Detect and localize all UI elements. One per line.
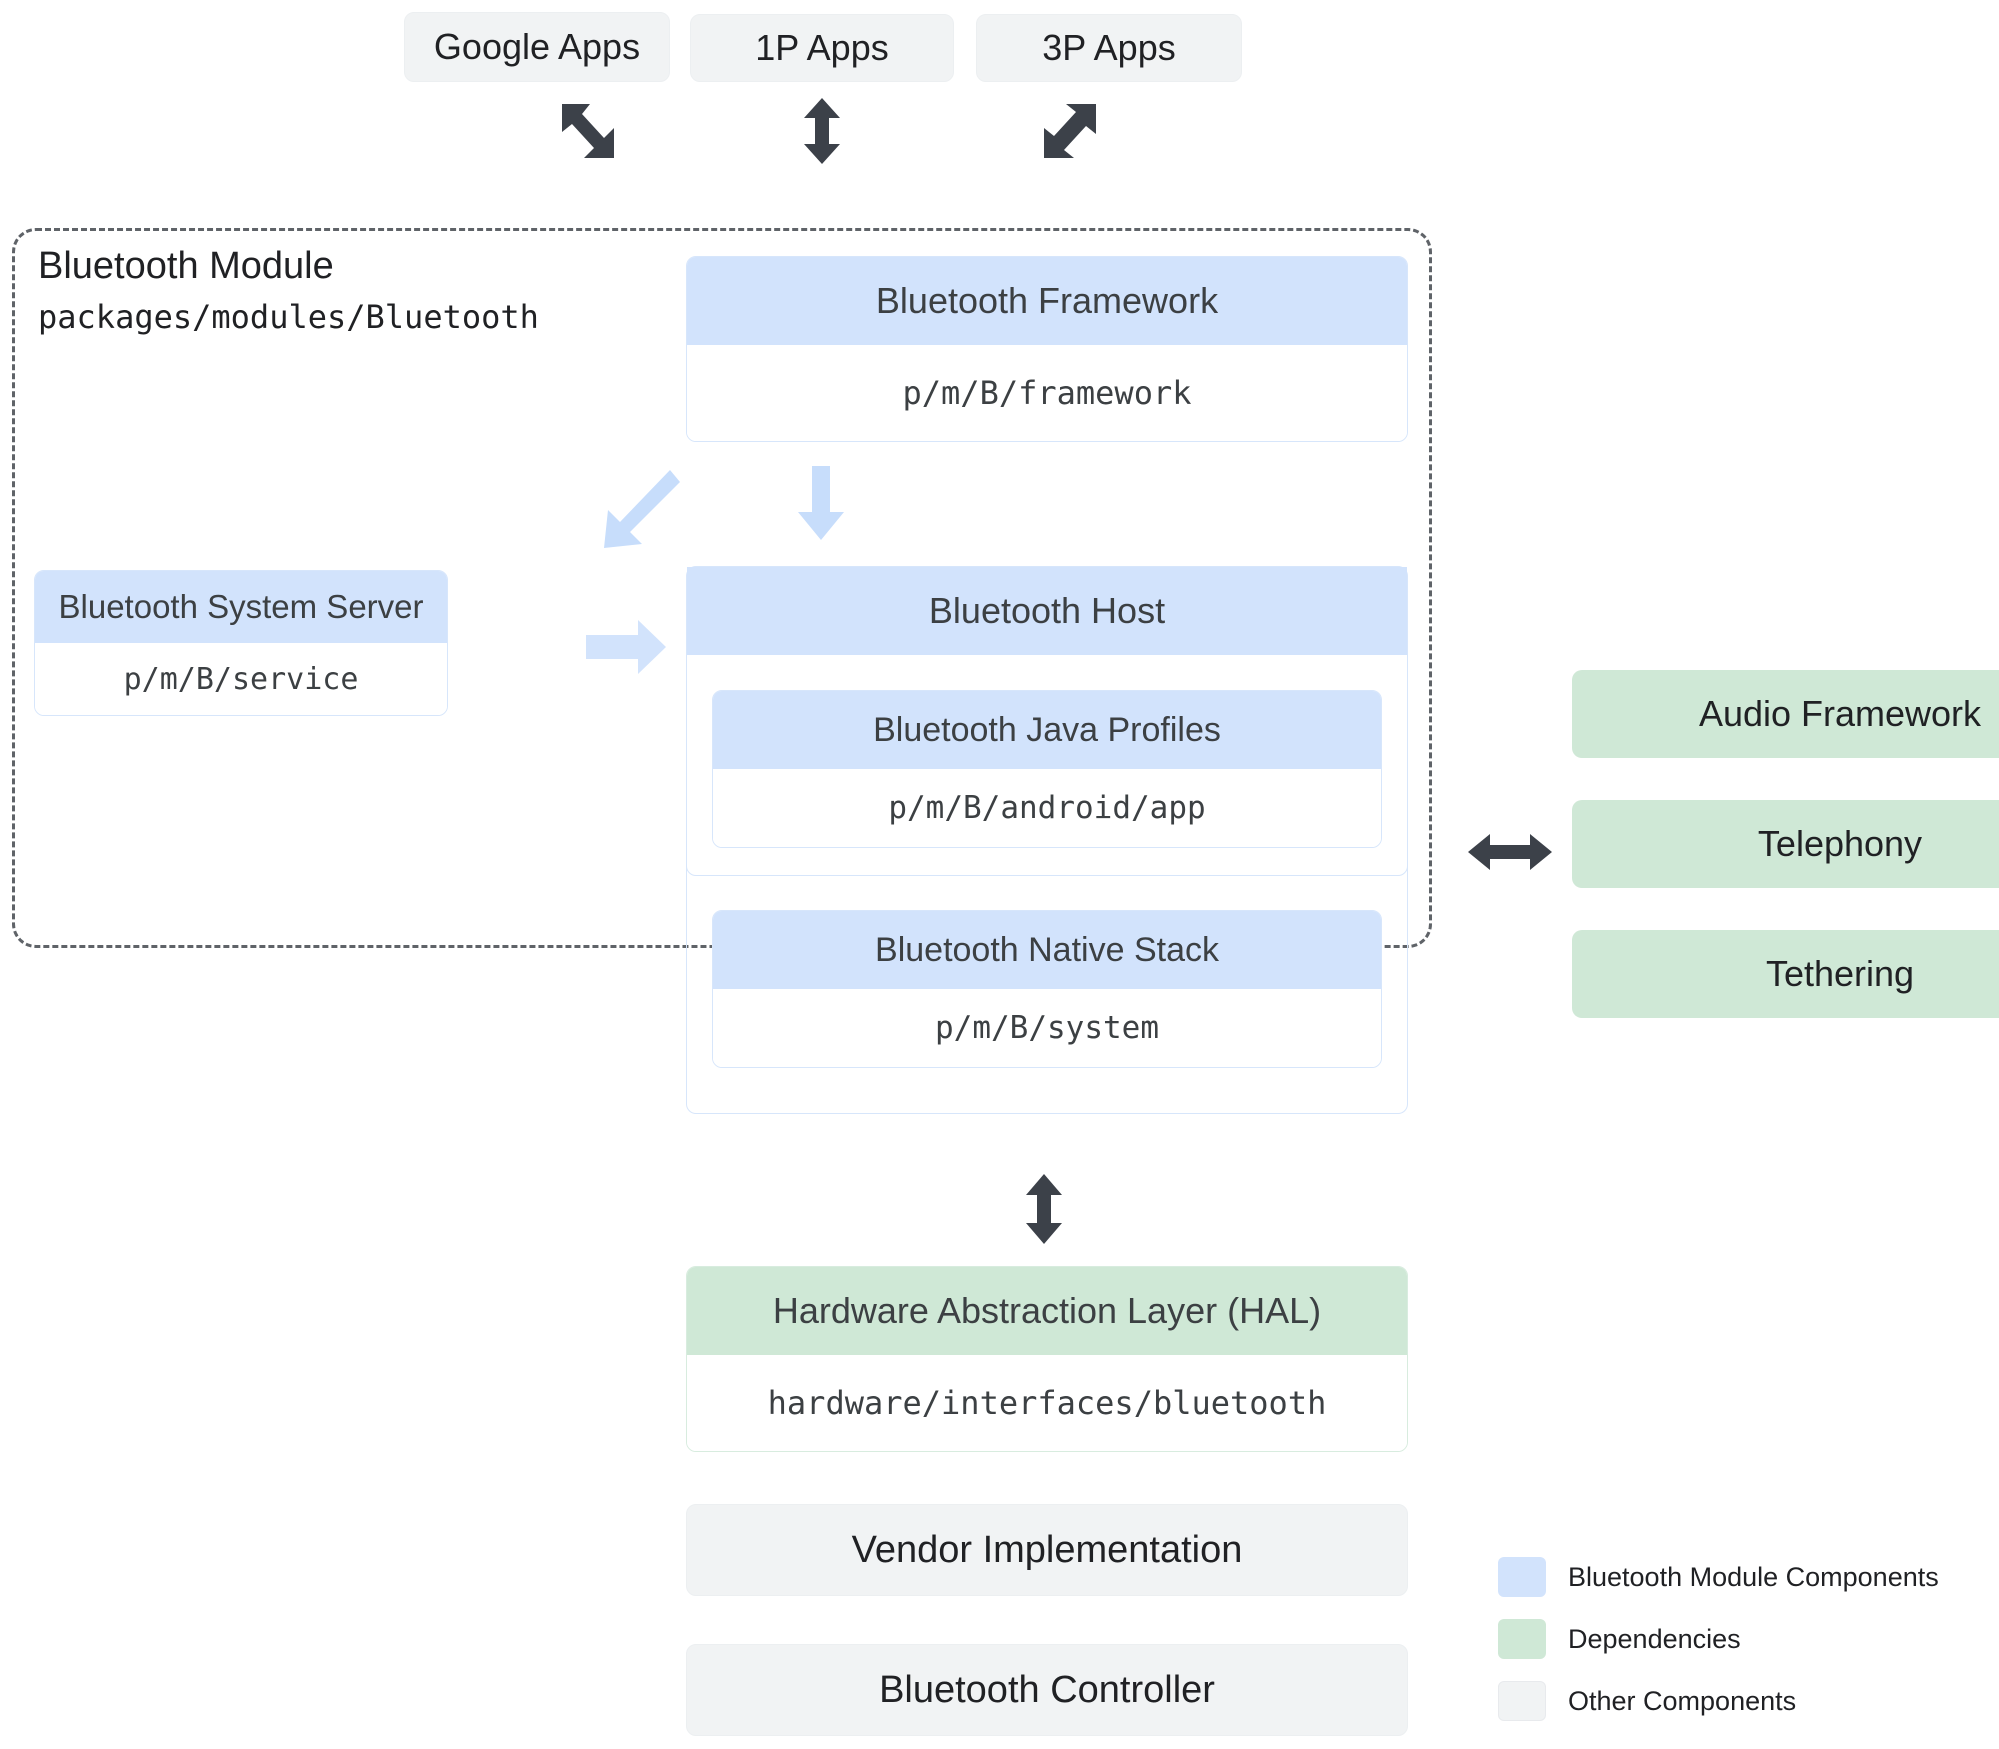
card-bluetooth-system-server[interactable]: Bluetooth System Server p/m/B/service: [34, 570, 448, 716]
box-bluetooth-controller-label: Bluetooth Controller: [879, 1668, 1215, 1711]
app-box-1p-apps[interactable]: 1P Apps: [690, 14, 954, 82]
bluetooth-module-title: Bluetooth Module: [38, 245, 334, 287]
card-bluetooth-framework-title: Bluetooth Framework: [875, 280, 1219, 321]
card-hal-title: Hardware Abstraction Layer (HAL): [772, 1290, 1322, 1331]
arrow-framework-to-system-server: [604, 470, 680, 548]
card-bluetooth-host-title: Bluetooth Host: [928, 590, 1166, 631]
card-bluetooth-system-server-path: p/m/B/service: [35, 643, 447, 715]
arrow-host-to-dependencies: [1468, 834, 1552, 870]
arrow-module-to-hal: [1026, 1174, 1062, 1244]
app-box-1p-apps-label: 1P Apps: [755, 27, 889, 68]
card-bluetooth-java-profiles-header: Bluetooth Java Profiles: [713, 691, 1381, 769]
card-bluetooth-framework-path: p/m/B/framework: [687, 345, 1407, 441]
card-bluetooth-native-stack-header: Bluetooth Native Stack: [713, 911, 1381, 989]
app-box-3p-apps-label: 3P Apps: [1042, 27, 1176, 68]
box-vendor-implementation-label: Vendor Implementation: [851, 1528, 1243, 1571]
legend-swatch-other-components: [1498, 1681, 1546, 1721]
arrow-google-apps-to-framework: [562, 104, 614, 158]
arrow-1p-apps-to-framework: [804, 98, 840, 164]
card-hal-header: Hardware Abstraction Layer (HAL): [687, 1267, 1407, 1355]
card-hal[interactable]: Hardware Abstraction Layer (HAL) hardwar…: [686, 1266, 1408, 1452]
bluetooth-module-path: packages/modules/Bluetooth: [38, 298, 539, 336]
dependency-box-tethering[interactable]: Tethering: [1572, 930, 1999, 1018]
dependency-box-tethering-label: Tethering: [1765, 953, 1915, 994]
legend-label-dependencies: Dependencies: [1568, 1623, 1741, 1654]
legend: Bluetooth Module Components Dependencies…: [1498, 1556, 1968, 1742]
legend-item-module-components: Bluetooth Module Components: [1498, 1556, 1968, 1598]
card-bluetooth-host-header: Bluetooth Host: [687, 567, 1407, 655]
card-bluetooth-native-stack-title: Bluetooth Native Stack: [875, 930, 1219, 969]
dependency-box-audio-framework[interactable]: Audio Framework: [1572, 670, 1999, 758]
arrow-system-server-to-host: [586, 620, 666, 674]
card-bluetooth-framework[interactable]: Bluetooth Framework p/m/B/framework: [686, 256, 1408, 442]
legend-label-other-components: Other Components: [1568, 1685, 1797, 1716]
legend-label-module-components: Bluetooth Module Components: [1568, 1561, 1939, 1592]
arrow-framework-to-host: [798, 466, 844, 540]
arrow-3p-apps-to-framework: [1044, 104, 1096, 158]
card-hal-path: hardware/interfaces/bluetooth: [687, 1355, 1407, 1451]
card-bluetooth-java-profiles[interactable]: Bluetooth Java Profiles p/m/B/android/ap…: [712, 690, 1382, 848]
card-bluetooth-framework-header: Bluetooth Framework: [687, 257, 1407, 345]
card-bluetooth-system-server-title: Bluetooth System Server: [58, 588, 424, 625]
card-bluetooth-java-profiles-title: Bluetooth Java Profiles: [873, 710, 1221, 749]
box-bluetooth-controller[interactable]: Bluetooth Controller: [686, 1644, 1408, 1736]
dependency-box-audio-framework-label: Audio Framework: [1698, 693, 1982, 734]
app-box-google-apps-label: Google Apps: [433, 26, 641, 67]
legend-swatch-dependencies: [1498, 1619, 1546, 1659]
dependency-box-telephony-label: Telephony: [1757, 823, 1923, 864]
legend-item-dependencies: Dependencies: [1498, 1618, 1968, 1660]
app-box-google-apps[interactable]: Google Apps: [404, 12, 670, 82]
card-bluetooth-system-server-header: Bluetooth System Server: [35, 571, 447, 643]
legend-item-other-components: Other Components: [1498, 1680, 1968, 1722]
legend-swatch-module-components: [1498, 1557, 1546, 1597]
card-bluetooth-native-stack[interactable]: Bluetooth Native Stack p/m/B/system: [712, 910, 1382, 1068]
dependency-box-telephony[interactable]: Telephony: [1572, 800, 1999, 888]
card-bluetooth-java-profiles-path: p/m/B/android/app: [713, 769, 1381, 847]
app-box-3p-apps[interactable]: 3P Apps: [976, 14, 1242, 82]
card-bluetooth-native-stack-path: p/m/B/system: [713, 989, 1381, 1067]
box-vendor-implementation[interactable]: Vendor Implementation: [686, 1504, 1408, 1596]
